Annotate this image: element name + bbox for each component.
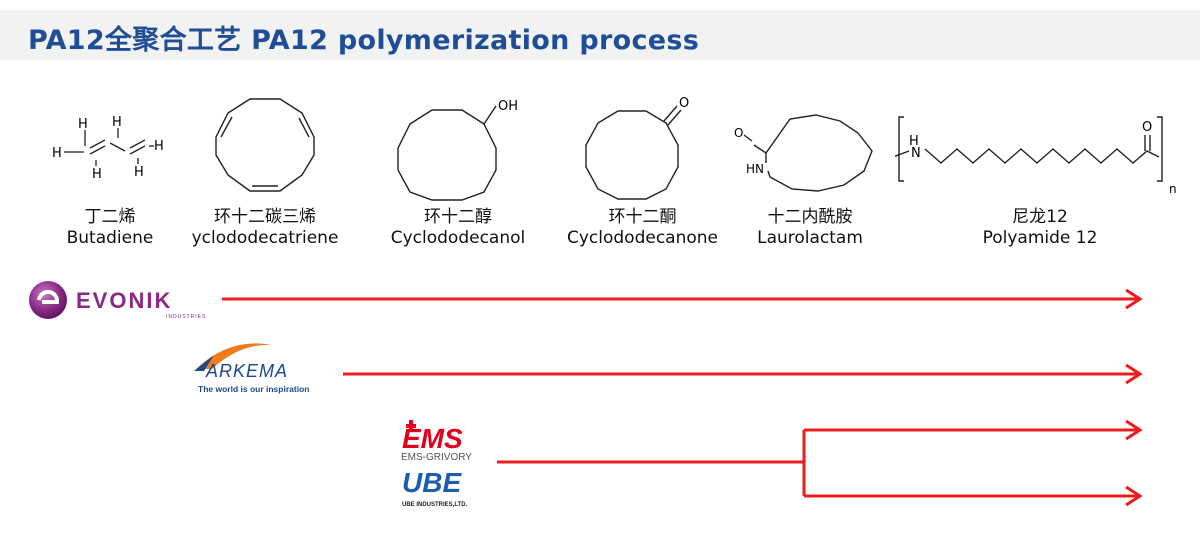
cyclododecatriene-structure [210, 95, 320, 195]
carbonyl-o-label: O [1142, 120, 1152, 135]
compound-cn: 十二内酰胺 [767, 207, 853, 227]
arkema-arrowhead [1125, 363, 1143, 385]
ems-logo: EMS EMS-GRIVORY [398, 418, 498, 468]
evonik-arrowhead [1125, 288, 1143, 310]
compound-cn: 尼龙12 [1012, 207, 1068, 227]
compound-label-butadiene: 丁二烯 Butadiene [45, 207, 175, 249]
compound-label-cyclododecanol: 环十二醇 Cyclododecanol [378, 207, 538, 249]
atom-h-label: H [92, 167, 102, 182]
arkema-logo: ARKEMA The world is our inspiration [190, 335, 340, 401]
ube-logo: UBE UBE INDUSTRIES,LTD. [400, 466, 500, 514]
compound-en: Laurolactam [757, 228, 863, 248]
ems-sub: EMS-GRIVORY [401, 452, 472, 463]
compound-label-cyclododecatriene: 环十二碳三烯 yclododecatriene [180, 207, 350, 249]
polyamide12-structure: H N O n [895, 115, 1185, 200]
compound-en: Cyclododecanone [566, 228, 719, 248]
ems-arrowhead [1125, 419, 1143, 441]
compound-en: yclododecatriene [191, 228, 339, 248]
evonik-wordmark: EVONIK [76, 288, 172, 313]
atom-h-label: H [154, 139, 164, 154]
compound-cn: 环十二醇 [424, 207, 492, 227]
page-title: PA12全聚合工艺 PA12 polymerization process [28, 25, 700, 56]
atom-h-label: H [134, 165, 144, 180]
cyclododecanone-structure: O [582, 95, 697, 205]
compound-label-cyclododecanone: 环十二酮 Cyclododecanone [555, 207, 730, 249]
carbonyl-o-label: O [679, 96, 689, 111]
atom-h-label: H [78, 117, 88, 132]
amide-n-label: N [911, 146, 921, 161]
carbonyl-o-label: O [734, 126, 743, 140]
hydroxyl-label: OH [498, 99, 518, 114]
compound-label-polyamide12: 尼龙12 Polyamide 12 [970, 207, 1110, 249]
evonik-logo: EVONIK INDUSTRIES [28, 280, 208, 326]
compound-cn: 环十二酮 [608, 207, 677, 227]
compound-label-laurolactam: 十二内酰胺 Laurolactam [740, 207, 880, 249]
arkema-wordmark: ARKEMA [205, 361, 288, 381]
ube-wordmark: UBE [402, 467, 462, 498]
atom-h-label: H [52, 146, 62, 161]
compound-en: Polyamide 12 [982, 228, 1098, 248]
arkema-tagline: The world is our inspiration [198, 384, 309, 394]
compound-en: Butadiene [66, 228, 154, 248]
ube-sub: UBE INDUSTRIES,LTD. [402, 502, 468, 508]
butadiene-structure: H H H H H H [50, 100, 165, 195]
ube-arrowhead [1125, 485, 1143, 507]
compound-en: Cyclododecanol [390, 228, 526, 248]
laurolactam-structure: O HN [728, 105, 878, 200]
compound-cn: 环十二碳三烯 [214, 207, 316, 227]
repeat-n-label: n [1169, 182, 1177, 196]
amide-h-label: H [909, 134, 919, 149]
compound-cn: 丁二烯 [84, 207, 136, 227]
evonik-sub: INDUSTRIES [166, 314, 206, 320]
header-bar: PA12全聚合工艺 PA12 polymerization process [0, 10, 1200, 60]
ems-wordmark: EMS [402, 423, 463, 454]
amide-hn-label: HN [746, 162, 764, 176]
cyclododecanol-structure: OH [392, 92, 527, 202]
atom-h-label: H [112, 115, 122, 130]
